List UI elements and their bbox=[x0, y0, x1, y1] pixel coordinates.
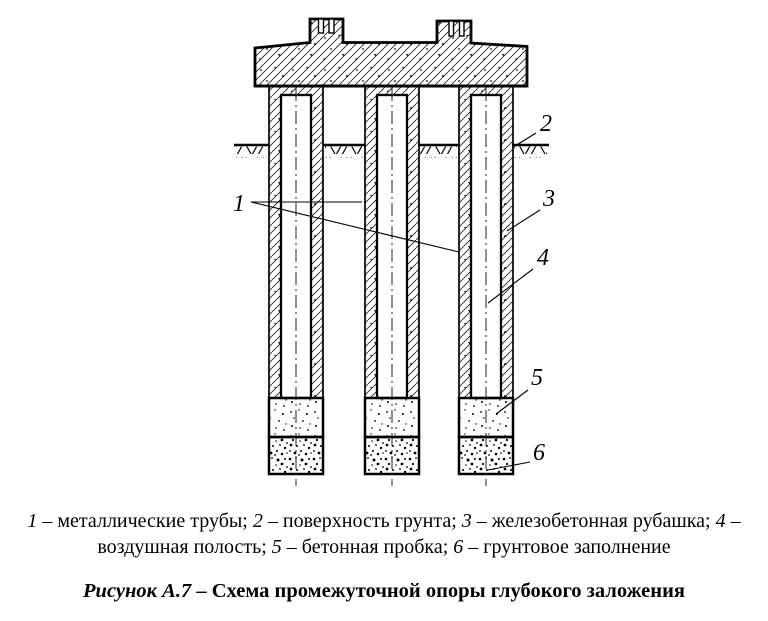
anchor-slot bbox=[328, 18, 335, 34]
callout-2-leader bbox=[514, 132, 537, 147]
anchor-slot bbox=[458, 20, 465, 37]
callout-label-6: 6 bbox=[533, 440, 545, 466]
legend-num: 1 bbox=[27, 510, 38, 532]
legend-line-2: воздушная полость; 5 – бетонная пробка; … bbox=[0, 534, 768, 560]
anchor-slot bbox=[317, 18, 325, 34]
callout-label-2: 2 bbox=[540, 111, 552, 137]
figure-title-text: – Схема промежуточной опоры глубокого за… bbox=[191, 580, 685, 602]
pile-2 bbox=[363, 84, 421, 488]
legend-text: – грунтовое заполнение bbox=[463, 536, 671, 558]
pile-1 bbox=[267, 84, 325, 488]
figure-title-label: Рисунок А.7 bbox=[83, 580, 192, 602]
callout-1-leader-b bbox=[250, 201, 460, 253]
ground-surface bbox=[234, 143, 549, 158]
callout-4-leader bbox=[487, 268, 534, 304]
anchor-slot bbox=[448, 20, 455, 37]
callout-label-5: 5 bbox=[531, 365, 543, 391]
pier-diagram: 1 2 3 4 5 6 bbox=[233, 17, 555, 488]
soil-hatch bbox=[325, 146, 363, 158]
soil-hatch bbox=[236, 146, 267, 158]
callout-6-leader bbox=[487, 461, 531, 471]
legend-num: 3 bbox=[461, 510, 472, 532]
legend-text: – bbox=[725, 510, 741, 532]
pile-cap-body bbox=[253, 17, 529, 88]
legend-text: воздушная полость; bbox=[97, 536, 272, 558]
soil-hatch bbox=[420, 146, 457, 158]
legend-line-1: 1 – металлические трубы; 2 – поверхность… bbox=[0, 508, 768, 534]
callout-3-leader bbox=[506, 209, 541, 232]
figure-title: Рисунок А.7 – Схема промежуточной опоры … bbox=[0, 578, 768, 604]
callout-label-1: 1 bbox=[233, 191, 245, 217]
legend-num: 2 bbox=[252, 510, 263, 532]
figure-legend: 1 – металлические трубы; 2 – поверхность… bbox=[0, 508, 768, 560]
callout-label-3: 3 bbox=[542, 186, 555, 212]
callout-label-4: 4 bbox=[537, 245, 549, 271]
pile-3 bbox=[457, 84, 515, 488]
callout-5-leader bbox=[495, 389, 529, 415]
legend-num: 5 bbox=[271, 536, 282, 558]
legend-text: – бетонная пробка; bbox=[281, 536, 454, 558]
legend-text: – поверхность грунта; bbox=[262, 510, 462, 532]
callout-leaders bbox=[250, 132, 541, 471]
legend-num: 4 bbox=[715, 510, 726, 532]
legend-text: – железобетонная рубашка; bbox=[471, 510, 716, 532]
soil-hatch bbox=[514, 146, 547, 158]
pile-cap bbox=[253, 17, 529, 88]
legend-num: 6 bbox=[453, 536, 464, 558]
legend-text: – металлические трубы; bbox=[37, 510, 253, 532]
